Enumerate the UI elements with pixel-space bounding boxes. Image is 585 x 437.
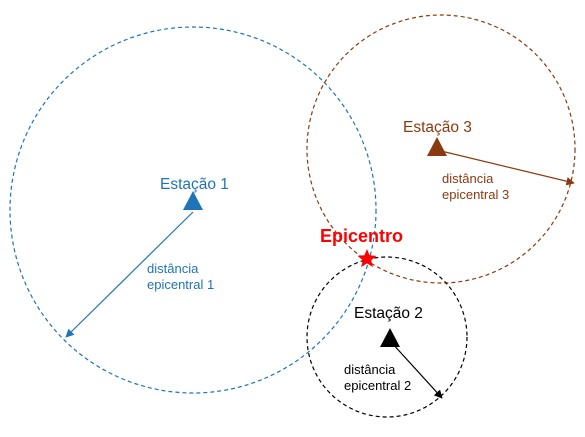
epicenter-label: Epicentro <box>320 226 403 246</box>
distance-arrow-1 <box>65 211 194 338</box>
distance-label-3-line2: epicentral 3 <box>442 187 509 202</box>
distance-arrow-3 <box>436 149 575 186</box>
station-3-range-circle <box>306 14 576 284</box>
distance-arrow-2 <box>390 341 443 399</box>
station-2-triangle-icon <box>380 328 400 347</box>
epicenter-star-icon <box>357 249 377 268</box>
station-1-triangle-icon <box>183 191 203 210</box>
station-2-range-circle <box>306 256 468 418</box>
station-2-label: Estação 2 <box>354 305 423 322</box>
distance-label-2-line1: distância <box>344 362 396 377</box>
distance-label-3-line1: distância <box>442 171 494 186</box>
distance-label-1-line1: distância <box>147 261 199 276</box>
station-1-range-circle <box>9 26 377 394</box>
station-3-label: Estação 3 <box>403 119 472 136</box>
distance-label-2-line2: epicentral 2 <box>344 378 411 393</box>
station-1-label: Estação 1 <box>160 176 229 193</box>
distance-label-1-line2: epicentral 1 <box>147 277 214 292</box>
station-3-triangle-icon <box>427 137 447 156</box>
